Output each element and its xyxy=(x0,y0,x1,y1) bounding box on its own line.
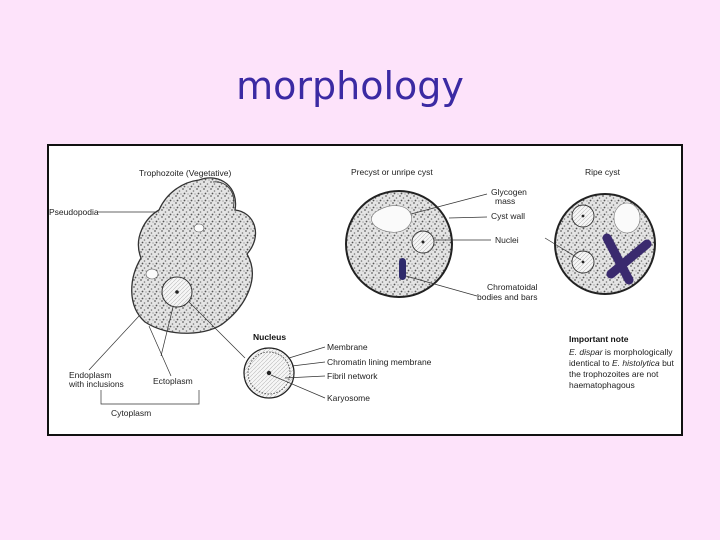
vacuole xyxy=(193,223,205,233)
vacuole xyxy=(145,268,159,280)
fibril-pointer xyxy=(284,375,326,379)
precyst-karyosome xyxy=(421,240,425,244)
note-heading: Important note xyxy=(569,334,629,344)
fibril-label: Fibril network xyxy=(327,371,378,381)
morphology-diagram: Trophozoite (Vegetative) Pseudopodia End… xyxy=(49,167,675,418)
glycogen-pointer xyxy=(410,193,488,215)
precyst-heading: Precyst or unripe cyst xyxy=(351,167,433,177)
note-line1-species: E. dispar xyxy=(569,347,604,357)
trophozoite-heading: Trophozoite (Vegetative) xyxy=(139,168,231,178)
trophozoite-cell xyxy=(131,177,257,334)
chromatin-ring xyxy=(247,351,291,395)
slide-title: morphology xyxy=(236,64,464,108)
cyst-wall-pointer xyxy=(448,216,488,219)
endoplasm-pointer xyxy=(88,315,140,371)
ripe-cyst-group: Ripe cyst xyxy=(544,167,656,295)
note-line2-rest: but xyxy=(660,358,675,368)
chromatoidal-label-line2: bodies and bars xyxy=(477,292,538,302)
important-note: Important note E. dispar is morphologica… xyxy=(569,334,675,390)
chromatin-label: Chromatin lining membrane xyxy=(327,357,432,367)
chromatoidal-pointer xyxy=(405,275,478,297)
note-line2: identical to E. histolytica but xyxy=(569,358,675,368)
pseudopodia-label: Pseudopodia xyxy=(49,207,99,217)
karyosome-pointer xyxy=(270,374,326,399)
cytoplasm-label: Cytoplasm xyxy=(111,408,151,418)
ripe-chromatoidal-bar xyxy=(606,239,652,279)
nucleus-heading: Nucleus xyxy=(253,332,286,342)
ripe-glycogen xyxy=(613,202,641,234)
membrane-label: Membrane xyxy=(327,342,368,352)
ripe-karyosome xyxy=(581,214,585,218)
karyosome xyxy=(266,370,272,376)
nuclei-label: Nuclei xyxy=(495,235,519,245)
ectoplasm-label: Ectoplasm xyxy=(153,376,193,386)
cytoplasm-bracket xyxy=(100,390,200,405)
endoplasm-label-line1: Endoplasm xyxy=(69,370,112,380)
glycogen-label-line2: mass xyxy=(495,196,515,206)
precyst-group: Precyst or unripe cyst Glycogen mass Cys… xyxy=(345,167,538,302)
membrane-pointer xyxy=(288,346,326,359)
ripe-chromatoidal-bar xyxy=(602,233,634,285)
cyst-wall-label: Cyst wall xyxy=(491,211,525,221)
trophozoite-group: Trophozoite (Vegetative) Pseudopodia End… xyxy=(49,168,257,418)
note-line2-species: E. histolytica xyxy=(612,358,660,368)
glycogen-label-line1: Glycogen xyxy=(491,187,527,197)
ripe-cyst-heading: Ripe cyst xyxy=(585,167,621,177)
nucleus-connector xyxy=(160,306,174,357)
nucleus-connector xyxy=(188,301,246,359)
note-line2-start: identical to xyxy=(569,358,612,368)
chromatin-pointer xyxy=(291,361,326,367)
ectoplasm-edge xyxy=(212,181,235,209)
endoplasm-label-line2: with inclusions xyxy=(68,379,124,389)
ectoplasm-pointer xyxy=(148,325,172,377)
karyosome-label: Karyosome xyxy=(327,393,370,403)
chromatoidal-label-line1: Chromatoidal xyxy=(487,282,538,292)
chromatoidal-bar xyxy=(399,258,406,280)
note-line1-rest: is morphologically xyxy=(603,347,674,357)
note-line4: haematophagous xyxy=(569,380,635,390)
note-line3: the trophozoites are not xyxy=(569,369,659,379)
ripe-karyosome xyxy=(581,260,585,264)
note-line1: E. dispar is morphologically xyxy=(569,347,673,357)
glycogen-mass xyxy=(371,205,412,233)
trophozoite-karyosome xyxy=(175,290,179,294)
nucleus-detail-group: Nucleus Membrane Chromatin lining membra… xyxy=(243,332,432,403)
entamoeba-morphology-figure: Trophozoite (Vegetative) Pseudopodia End… xyxy=(47,144,683,436)
ripe-nuclei-pointer xyxy=(544,237,582,261)
